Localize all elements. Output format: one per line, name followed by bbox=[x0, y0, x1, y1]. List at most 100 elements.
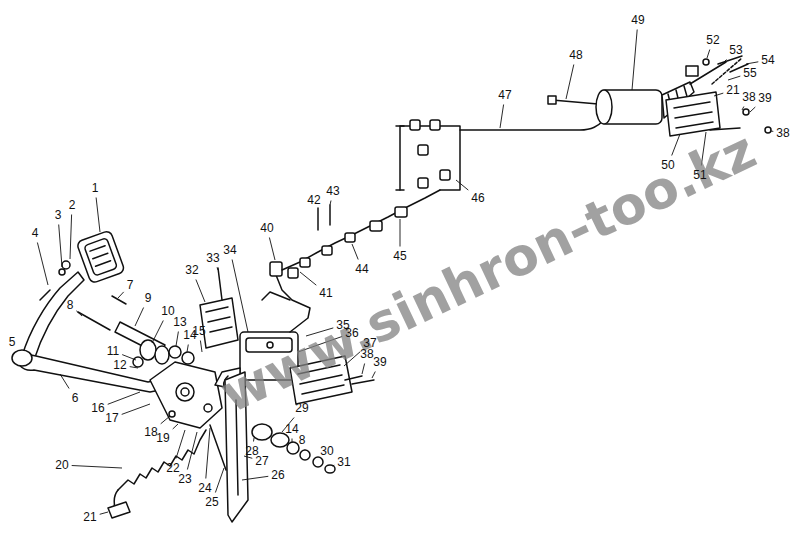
leader-line bbox=[76, 311, 82, 316]
callout-number: 29 bbox=[295, 402, 308, 415]
callout-number: 8 bbox=[299, 434, 306, 447]
leader-line bbox=[746, 62, 758, 64]
callout-number: 8 bbox=[67, 299, 74, 312]
leader-line bbox=[96, 198, 100, 233]
leader-line bbox=[456, 180, 468, 190]
leader-line bbox=[108, 392, 140, 404]
callout-number: 34 bbox=[223, 244, 236, 257]
leader-line bbox=[724, 60, 727, 63]
leader-line bbox=[632, 30, 637, 91]
leader-line bbox=[196, 280, 205, 303]
callout-number: 53 bbox=[729, 44, 742, 57]
leader-line bbox=[566, 65, 574, 100]
callout-number: 9 bbox=[145, 292, 152, 305]
callout-number: 15 bbox=[192, 325, 205, 338]
callout-number: 43 bbox=[326, 185, 339, 198]
leader-line bbox=[332, 465, 334, 467]
callout-number: 1 bbox=[92, 182, 99, 195]
leader-line bbox=[292, 439, 293, 444]
callout-number: 39 bbox=[373, 356, 386, 369]
leader-line bbox=[771, 131, 773, 132]
callout-number: 51 bbox=[693, 169, 706, 182]
leader-line bbox=[200, 341, 202, 353]
leader-line bbox=[72, 466, 122, 469]
leader-line bbox=[217, 268, 218, 271]
callout-number: 52 bbox=[706, 34, 719, 47]
leader-line bbox=[176, 332, 178, 347]
leader-line bbox=[253, 438, 255, 442]
callout-number: 16 bbox=[91, 402, 104, 415]
callout-number: 40 bbox=[260, 222, 273, 235]
leader-line bbox=[70, 215, 72, 260]
leader-line bbox=[242, 476, 268, 480]
leader-line bbox=[300, 272, 316, 285]
leader-line bbox=[750, 107, 755, 112]
callout-number: 55 bbox=[743, 67, 756, 80]
callout-number: 25 bbox=[205, 496, 218, 509]
leader-line bbox=[400, 219, 401, 247]
callout-number: 38 bbox=[776, 127, 789, 140]
callout-number: 13 bbox=[173, 316, 186, 329]
leader-line bbox=[176, 430, 185, 459]
leader-line bbox=[60, 374, 69, 389]
leader-line bbox=[500, 105, 504, 129]
callout-number: 2 bbox=[69, 199, 76, 212]
leader-line bbox=[372, 372, 375, 379]
leader-line bbox=[152, 321, 163, 344]
callout-number: 20 bbox=[55, 459, 68, 472]
leader-line bbox=[187, 345, 188, 353]
leader-line bbox=[122, 404, 150, 414]
leader-line bbox=[362, 364, 365, 375]
callout-number: 23 bbox=[178, 473, 191, 486]
leader-line bbox=[728, 76, 740, 80]
leader-line bbox=[269, 238, 275, 261]
callout-number: 17 bbox=[105, 412, 118, 425]
callout-number: 33 bbox=[206, 252, 219, 265]
callout-number: 44 bbox=[355, 263, 368, 276]
callout-number: 7 bbox=[127, 279, 134, 292]
leader-line bbox=[330, 201, 331, 206]
callout-number: 4 bbox=[32, 227, 39, 240]
callout-number: 28 bbox=[245, 445, 258, 458]
leader-line bbox=[352, 244, 358, 260]
callout-number: 45 bbox=[393, 250, 406, 263]
leader-line bbox=[232, 260, 248, 333]
callout-number: 47 bbox=[498, 89, 511, 102]
callout-number: 38 bbox=[360, 348, 373, 361]
callout-number: 24 bbox=[198, 482, 211, 495]
callout-number: 11 bbox=[107, 345, 119, 358]
callout-number: 39 bbox=[758, 92, 771, 105]
leader-line bbox=[304, 449, 305, 451]
callout-number: 22 bbox=[166, 462, 179, 475]
leader-line bbox=[135, 308, 144, 327]
callout-number: 19 bbox=[156, 432, 169, 445]
leader-line bbox=[215, 468, 224, 493]
leader-line bbox=[37, 243, 48, 286]
callout-number: 46 bbox=[471, 192, 484, 205]
callout-number: 14 bbox=[285, 423, 298, 436]
leader-line bbox=[206, 428, 210, 479]
callout-number: 36 bbox=[345, 327, 358, 340]
leader-line bbox=[714, 93, 723, 96]
callout-number: 49 bbox=[631, 14, 644, 27]
callout-number: 30 bbox=[320, 445, 333, 458]
callout-number: 41 bbox=[319, 287, 332, 300]
callout-number: 18 bbox=[144, 426, 157, 439]
callout-number: 10 bbox=[161, 305, 174, 318]
callout-number: 32 bbox=[185, 264, 198, 277]
leader-line bbox=[59, 225, 62, 268]
callout-number: 21 bbox=[83, 511, 96, 524]
callout-number: 42 bbox=[307, 194, 320, 207]
callout-number: 26 bbox=[271, 469, 284, 482]
leader-line bbox=[161, 416, 170, 424]
leader-line bbox=[173, 424, 178, 429]
leader-line bbox=[130, 367, 138, 368]
leader-line bbox=[707, 50, 710, 59]
callout-number: 6 bbox=[72, 392, 79, 405]
callout-number: 21 bbox=[726, 84, 739, 97]
callout-number: 50 bbox=[661, 159, 674, 172]
callout-number: 3 bbox=[55, 209, 62, 222]
leader-line bbox=[118, 292, 124, 298]
